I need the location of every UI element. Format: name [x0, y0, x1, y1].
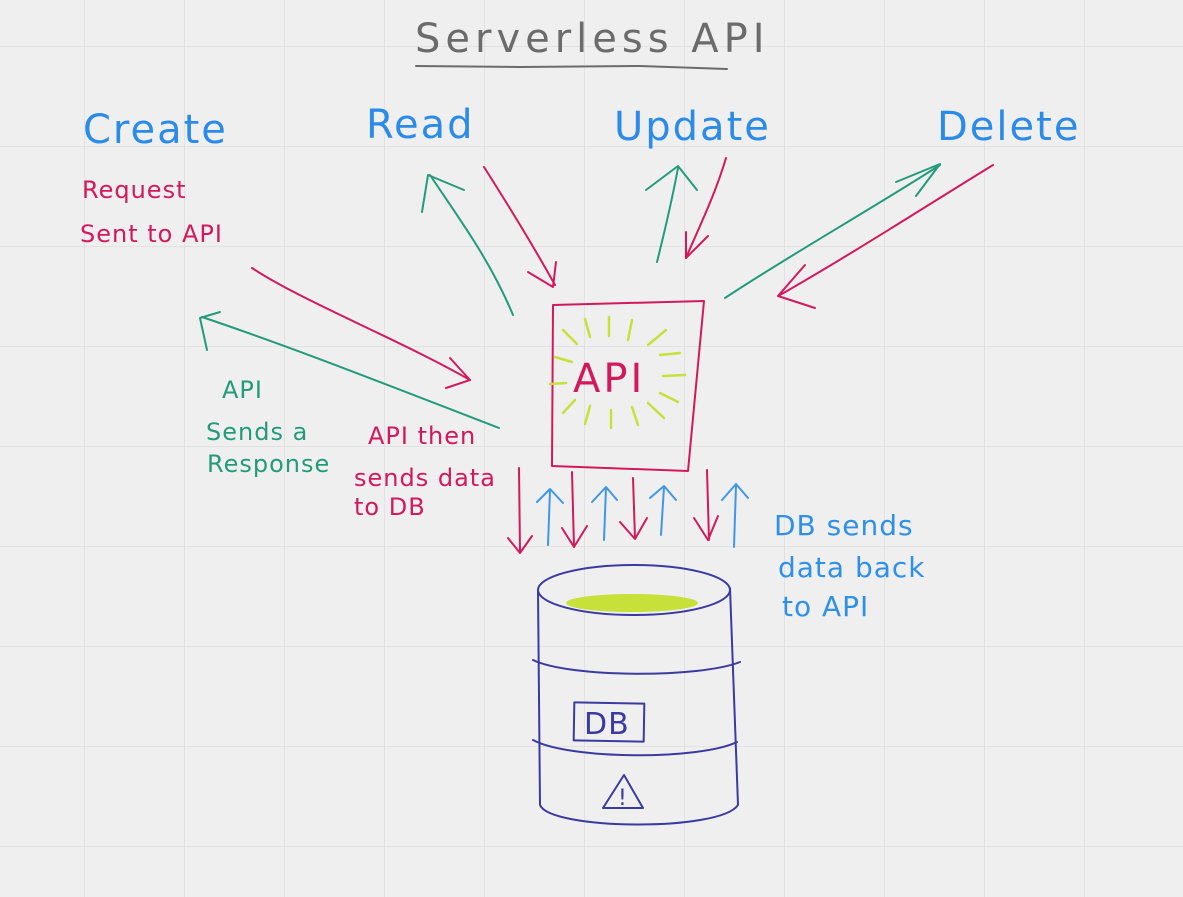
api-box-outline — [551, 300, 705, 472]
warning-icon — [602, 774, 644, 809]
operation-create: Create — [83, 107, 228, 153]
update-response-arrow — [645, 165, 698, 263]
note-response-line3: Response — [207, 450, 330, 478]
db-to-api-arrows — [536, 483, 749, 548]
delete-request-arrow — [777, 164, 994, 309]
note-to-db-line1: API then — [368, 422, 476, 450]
delete-response-arrow — [724, 163, 941, 299]
note-to-db-line3: to DB — [354, 493, 426, 521]
operation-delete: Delete — [937, 104, 1080, 150]
api-glow — [548, 315, 687, 430]
create-response-arrow — [199, 311, 500, 429]
warning-symbol: ! — [618, 786, 628, 811]
update-request-arrow — [685, 157, 727, 259]
db-label-box — [572, 701, 646, 743]
note-request-line1: Request — [82, 176, 187, 204]
note-db-back-line1: DB sends — [774, 509, 914, 542]
diagram-title: Serverless API — [415, 16, 770, 62]
note-db-back-line3: to API — [782, 590, 869, 623]
note-db-back-line2: data back — [778, 551, 926, 584]
note-response-line2: Sends a — [206, 418, 308, 446]
title-underline — [415, 65, 728, 70]
operation-update: Update — [614, 104, 771, 150]
api-box: API — [548, 300, 705, 472]
note-request-line2: Sent to API — [80, 220, 223, 248]
create-request-arrow — [251, 267, 471, 389]
db-label: DB — [584, 707, 630, 742]
api-to-db-arrows — [507, 467, 719, 554]
db-body — [537, 587, 739, 826]
db-band-upper — [532, 659, 741, 675]
database-cylinder: DB ! — [532, 564, 741, 826]
note-response-line1: API — [222, 376, 263, 404]
read-response-arrow — [421, 174, 514, 316]
note-to-db-line2: sends data — [354, 464, 496, 492]
db-band-lower — [532, 739, 738, 757]
db-liquid — [566, 594, 698, 612]
api-box-label: API — [573, 356, 645, 402]
read-request-arrow — [483, 166, 557, 288]
operation-read: Read — [366, 102, 475, 148]
